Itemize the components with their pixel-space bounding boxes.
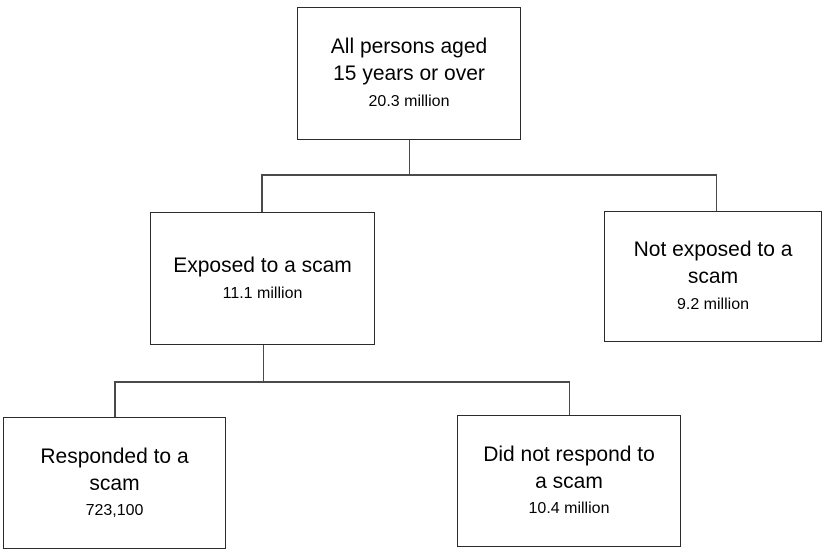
node-exposed-value: 11.1 million	[222, 284, 303, 302]
node-did-not-respond[interactable]: Did not respond to a scam 10.4 million	[457, 415, 681, 547]
node-exposed-label: Exposed to a scam	[173, 253, 352, 277]
node-not-exposed-value: 9.2 million	[676, 295, 750, 313]
node-did-not-respond-label: Did not respond to a scam	[483, 442, 655, 493]
connector-level1-bus	[261, 174, 717, 176]
node-did-not-respond-value: 10.4 million	[528, 500, 610, 518]
node-responded-value: 723,100	[85, 502, 144, 520]
node-not-exposed-label: Not exposed to a scam	[633, 238, 793, 289]
connector-level2-bus	[114, 381, 570, 383]
node-all-persons-label: All persons aged 15 years or over	[330, 35, 488, 86]
node-exposed[interactable]: Exposed to a scam 11.1 million	[150, 212, 375, 345]
connector-to-not-exposed	[715, 174, 717, 212]
node-not-exposed[interactable]: Not exposed to a scam 9.2 million	[604, 211, 822, 342]
connector-to-did-not-respond	[568, 381, 570, 416]
node-all-persons[interactable]: All persons aged 15 years or over 20.3 m…	[297, 7, 521, 140]
node-responded-label: Responded to a scam	[40, 444, 189, 495]
node-all-persons-value: 20.3 million	[368, 92, 450, 110]
connector-to-exposed	[261, 174, 263, 213]
connector-root-stem	[408, 140, 410, 175]
connector-exposed-stem	[262, 345, 264, 382]
connector-to-responded	[114, 381, 116, 418]
node-responded[interactable]: Responded to a scam 723,100	[3, 417, 226, 549]
